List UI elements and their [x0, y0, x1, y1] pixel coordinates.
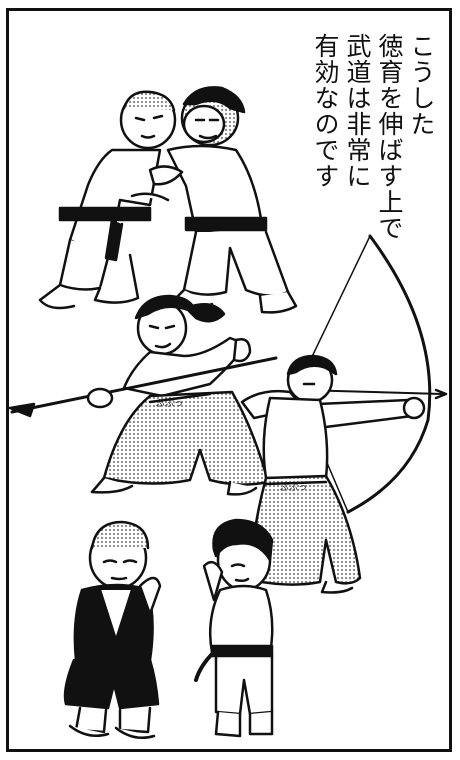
caption-line-4: 有効なのです — [311, 33, 340, 189]
kyudo-archer: ぶぶっ — [240, 234, 448, 594]
caption-line-3: 武道は非常に — [343, 33, 372, 189]
hakama-crest-naginata: ぶぶっ — [156, 398, 183, 409]
caption-line-2: 徳育を伸ばす上で — [375, 33, 404, 241]
hakama-crest-archer: ぶぶっ — [280, 482, 307, 493]
bowing-children — [63, 518, 274, 739]
caption-line-1: こうした — [407, 33, 436, 137]
judo-players — [38, 86, 298, 314]
naginata-practitioner: ぶぶっ — [8, 294, 278, 496]
caption-text: こうした 徳育を伸ばす上で 武道は非常に 有効なのです — [311, 33, 436, 293]
